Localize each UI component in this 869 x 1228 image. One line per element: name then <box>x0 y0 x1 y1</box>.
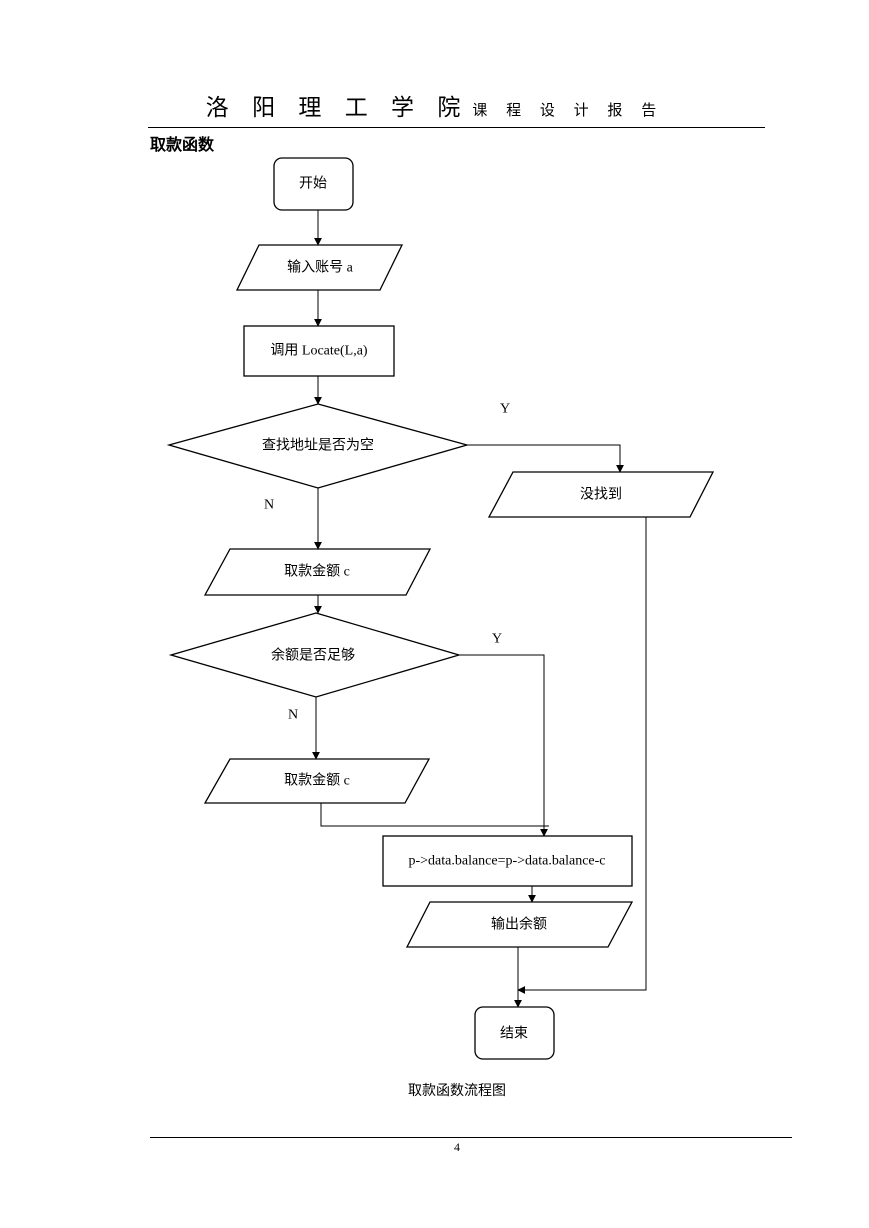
not-found-label: 没找到 <box>580 487 622 503</box>
check-yes-label: Y <box>500 402 510 417</box>
withdraw-amount-2-label: 取款金额 c <box>284 773 350 789</box>
not-found-node <box>487 471 715 518</box>
header-title: 洛 阳 理 工 学 院 课 程 设 计 报 告 <box>0 88 869 122</box>
school-name: 洛 阳 理 工 学 院 <box>205 95 469 121</box>
check-address-node <box>166 403 470 489</box>
withdraw-amount-1-label: 取款金额 c <box>284 564 350 580</box>
call-locate-label: 调用 Locate(L,a) <box>270 343 368 359</box>
balance-sufficient-label: 余额是否足够 <box>271 647 355 664</box>
header-rule <box>148 127 765 128</box>
input-account-label: 输入账号 a <box>287 260 353 276</box>
connector-withdraw2-update <box>320 803 549 827</box>
call-locate-node <box>243 325 395 377</box>
footer-rule <box>150 1137 792 1138</box>
figure-caption: 取款函数流程图 <box>408 1084 506 1099</box>
output-balance-node <box>405 901 634 948</box>
report-type: 课 程 设 计 报 告 <box>472 101 664 119</box>
end-node <box>474 1006 555 1060</box>
balance-no-label: N <box>288 708 298 723</box>
check-address-label: 查找地址是否为空 <box>262 438 374 454</box>
connector-check-yes <box>467 444 624 473</box>
section-title: 取款函数 <box>150 135 215 154</box>
withdraw-amount-2-node <box>203 758 431 804</box>
input-account-node <box>235 244 404 291</box>
start-node <box>273 157 354 211</box>
end-label: 结束 <box>500 1026 528 1042</box>
balance-yes-label: Y <box>492 632 502 647</box>
connector-balance-yes <box>459 654 548 837</box>
start-label: 开始 <box>299 176 327 192</box>
output-balance-label: 输出余额 <box>491 916 547 933</box>
update-balance-node <box>382 835 633 887</box>
connector-notfound-end <box>517 517 647 994</box>
balance-sufficient-node <box>168 612 462 698</box>
update-balance-label: p->data.balance=p->data.balance-c <box>408 854 605 869</box>
withdraw-amount-1-node <box>203 548 432 596</box>
page-number: 4 <box>454 1140 460 1154</box>
check-no-label: N <box>264 498 274 513</box>
